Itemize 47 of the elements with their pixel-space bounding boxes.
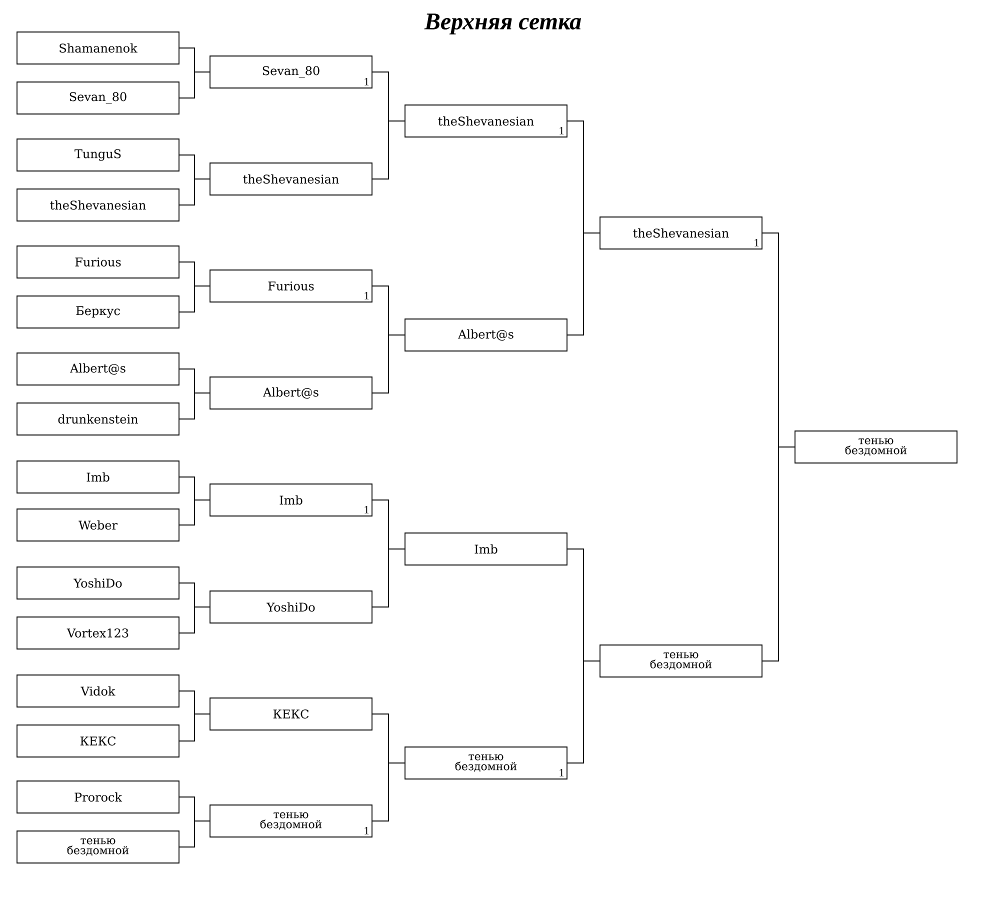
bracket-line — [179, 286, 210, 312]
score-number: 1 — [364, 78, 369, 86]
bracket-line — [179, 500, 210, 526]
player-box: тенью бездомной — [600, 644, 762, 678]
player-box: Furious — [16, 246, 180, 278]
score-number: 1 — [560, 768, 564, 776]
bracket-line — [179, 820, 210, 848]
player-box: Беркус — [16, 296, 180, 328]
player-box: Imb — [16, 460, 180, 494]
bracket-line — [372, 762, 405, 822]
player-box: Shamanenok — [16, 32, 180, 64]
player-box: YoshiDo — [210, 590, 372, 624]
bracket-line — [372, 548, 405, 608]
player-box: Sevan_80 — [16, 82, 180, 114]
bracket-line — [372, 120, 405, 180]
score-number: 1 — [364, 506, 369, 514]
player-box: КЕКС — [16, 724, 180, 758]
player-box: Vidok — [16, 674, 180, 708]
title: Верхняя сетка — [424, 14, 581, 34]
player-box: drunkenstein — [16, 402, 180, 436]
score-number: 1 — [754, 239, 759, 246]
bracket-line — [567, 660, 600, 764]
player-box: Albert@s — [210, 376, 372, 410]
score-number: 1 — [560, 127, 564, 134]
player-box: Prorock — [16, 780, 180, 814]
bracket-line — [567, 232, 600, 336]
player-box: тенью бездомной — [794, 430, 958, 464]
player-box: theShevanesian — [16, 188, 180, 222]
player-box: theShevanesian — [210, 162, 372, 196]
bracket-line — [179, 392, 210, 420]
bracket-line — [179, 606, 210, 634]
player-box: КЕКС — [210, 698, 372, 730]
player-box: Albert@s — [404, 318, 568, 352]
bracket-line — [179, 72, 210, 98]
bracket-line — [372, 334, 405, 394]
player-box: Weber — [16, 508, 180, 542]
bracket-line — [179, 714, 210, 742]
player-box: YoshiDo — [16, 566, 180, 600]
bracket-line — [762, 446, 795, 662]
player-box: Albert@s — [16, 352, 180, 386]
score-number: 1 — [364, 826, 369, 834]
player-box: Imb — [404, 532, 568, 566]
player-box: тенью бездомной — [16, 830, 180, 864]
bracket-line — [179, 178, 210, 206]
player-box: TunguS — [16, 138, 180, 172]
score-number: 1 — [364, 292, 369, 300]
player-box: Vortex123 — [16, 616, 180, 650]
